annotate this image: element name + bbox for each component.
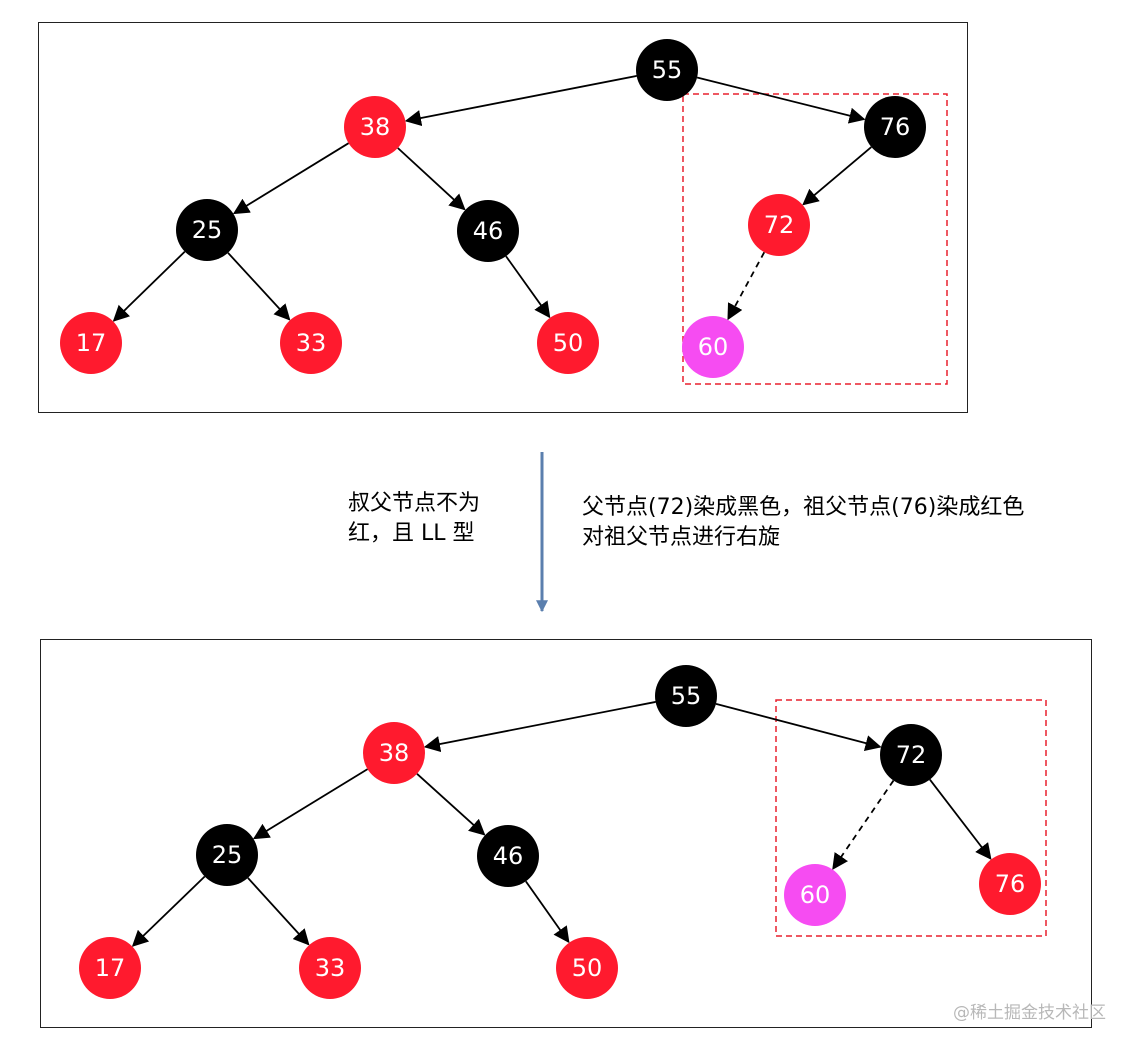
node-circle: [864, 96, 926, 158]
edge-46-50: [525, 880, 570, 944]
tree-node-17: 17: [79, 937, 141, 999]
node-label: 60: [800, 881, 831, 909]
action-description: 父节点(72)染成黑色，祖父节点(76)染成红色 对祖父节点进行右旋: [582, 493, 1024, 553]
edge-38-46: [416, 773, 486, 836]
tree-node-60: 60: [784, 864, 846, 926]
node-circle: [280, 312, 342, 374]
tree-node-76: 76: [864, 96, 926, 158]
node-circle: [477, 825, 539, 887]
node-label: 25: [192, 216, 223, 244]
node-circle: [363, 722, 425, 784]
before-nodes: 55 38 76 25 46 72 17 33 50 60: [60, 39, 926, 378]
tree-node-25: 25: [196, 824, 258, 886]
after-nodes: 55 38 72 25 46 60 76 17 33 50: [79, 665, 1041, 999]
edge-25-17: [131, 875, 206, 947]
tree-node-55: 55: [636, 39, 698, 101]
before-edges: [112, 75, 872, 322]
edge-72-76: [929, 779, 992, 860]
node-circle: [556, 937, 618, 999]
node-label: 33: [296, 329, 327, 357]
action-line-2: 对祖父节点进行右旋: [582, 525, 781, 550]
subtree-highlight-before: [682, 93, 948, 385]
tree-node-50: 50: [537, 312, 599, 374]
tree-node-33: 33: [280, 312, 342, 374]
node-label: 55: [652, 56, 683, 84]
before-panel: [38, 22, 968, 413]
node-label: 76: [880, 113, 911, 141]
tree-node-72: 72: [880, 724, 942, 786]
node-label: 17: [95, 954, 126, 982]
node-circle: [176, 199, 238, 261]
node-circle: [636, 39, 698, 101]
tree-node-50: 50: [556, 937, 618, 999]
node-label: 50: [572, 954, 603, 982]
node-label: 72: [896, 741, 927, 769]
node-circle: [655, 665, 717, 727]
tree-node-76: 76: [979, 853, 1041, 915]
node-circle: [784, 864, 846, 926]
node-label: 38: [379, 739, 410, 767]
edge-55-38: [404, 75, 637, 127]
node-label: 50: [553, 329, 584, 357]
node-circle: [537, 312, 599, 374]
edge-25-33: [227, 252, 291, 321]
subtree-highlight-after: [775, 699, 1047, 937]
edge-55-76: [696, 76, 866, 124]
case-line-1: 叔父节点不为: [348, 491, 481, 516]
node-label: 25: [212, 841, 243, 869]
tree-node-46: 46: [477, 825, 539, 887]
watermark: @稀土掘金技术社区: [953, 1003, 1106, 1023]
tree-node-72: 72: [748, 194, 810, 256]
node-label: 17: [76, 329, 107, 357]
node-circle: [880, 724, 942, 786]
after-edges: [131, 701, 992, 947]
edge-76-72: [802, 146, 872, 206]
edge-38-46: [397, 147, 466, 211]
tree-node-46: 46: [457, 200, 519, 262]
node-label: 60: [698, 333, 729, 361]
tree-node-25: 25: [176, 199, 238, 261]
node-circle: [196, 824, 258, 886]
case-line-2: 红，且 LL 型: [348, 521, 475, 546]
node-circle: [979, 853, 1041, 915]
edge-46-50: [505, 255, 551, 319]
node-circle: [60, 312, 122, 374]
edge-55-38: [423, 701, 656, 753]
edge-72-60: [832, 780, 895, 870]
edge-55-72: [715, 702, 882, 752]
case-description: 叔父节点不为 红，且 LL 型: [348, 489, 480, 549]
edge-38-25: [232, 142, 350, 215]
node-circle: [79, 937, 141, 999]
node-label: 76: [995, 870, 1026, 898]
edge-38-25: [252, 768, 369, 840]
node-circle: [457, 200, 519, 262]
edge-25-33: [247, 877, 310, 946]
edge-72-60: [727, 251, 766, 321]
tree-node-60: 60: [682, 316, 744, 378]
action-line-1: 父节点(72)染成黑色，祖父节点(76)染成红色: [582, 495, 1025, 520]
after-panel: [40, 639, 1092, 1028]
edge-25-17: [112, 250, 186, 322]
node-label: 46: [473, 217, 504, 245]
tree-node-55: 55: [655, 665, 717, 727]
node-circle: [344, 96, 406, 158]
node-circle: [299, 937, 361, 999]
tree-node-33: 33: [299, 937, 361, 999]
tree-node-38: 38: [344, 96, 406, 158]
node-label: 46: [493, 842, 524, 870]
tree-node-17: 17: [60, 312, 122, 374]
tree-node-38: 38: [363, 722, 425, 784]
node-circle: [748, 194, 810, 256]
node-label: 33: [315, 954, 346, 982]
node-label: 55: [671, 682, 702, 710]
node-label: 72: [764, 211, 795, 239]
node-label: 38: [360, 113, 391, 141]
node-circle: [682, 316, 744, 378]
